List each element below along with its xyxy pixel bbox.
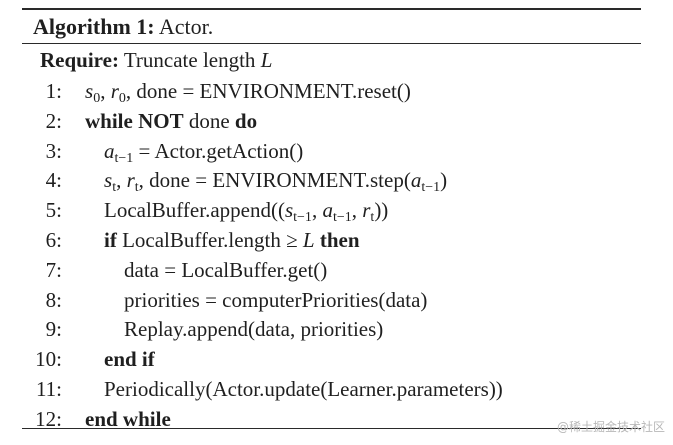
line-number: 7: [45, 257, 62, 282]
line-number: 10: [35, 347, 62, 372]
line-code: LocalBuffer.append((st−1, at−1, rt)) [104, 198, 389, 226]
line-number: 11: [35, 377, 62, 401]
top-rule [22, 8, 641, 10]
algorithm-caption: Algorithm 1: Actor. [33, 11, 213, 43]
line-number: 9: [45, 317, 62, 342]
algorithm-label: Algorithm 1: [33, 14, 155, 39]
bottom-rule [22, 428, 641, 429]
line-number: 2: [45, 108, 62, 133]
line-code: Periodically(Actor.update(Learner.parame… [104, 377, 503, 401]
line-code: s0, r0, done = ENVIRONMENT.reset() [85, 79, 411, 106]
algorithm-title: Actor. [158, 14, 214, 39]
line-number: 5: [45, 198, 62, 223]
line-code: end while [85, 406, 171, 431]
line-number: 12: [35, 406, 62, 431]
line-number: 3: [45, 138, 62, 163]
line-number: 6: [45, 228, 62, 252]
line-code: if LocalBuffer.length ≥ L then [104, 228, 360, 252]
require-keyword: Require: [40, 48, 119, 72]
line-code: at−1 = Actor.getAction() [104, 138, 304, 166]
caption-rule [22, 43, 641, 44]
line-code: data = LocalBuffer.get() [124, 257, 328, 282]
line-number: 8: [45, 287, 62, 312]
line-code: priorities = computerPriorities(data) [124, 287, 428, 312]
watermark: @稀土掘金技术社区 [556, 420, 665, 434]
line-code: st, rt, done = ENVIRONMENT.step(at−1) [104, 168, 448, 196]
line-code: end if [104, 347, 155, 372]
line-number: 4: [45, 168, 62, 193]
require-text: Truncate length L [123, 48, 273, 72]
line-code: Replay.append(data, priorities) [124, 317, 384, 342]
line-number: 1: [45, 79, 62, 103]
line-code: while NOT done do [85, 108, 258, 133]
